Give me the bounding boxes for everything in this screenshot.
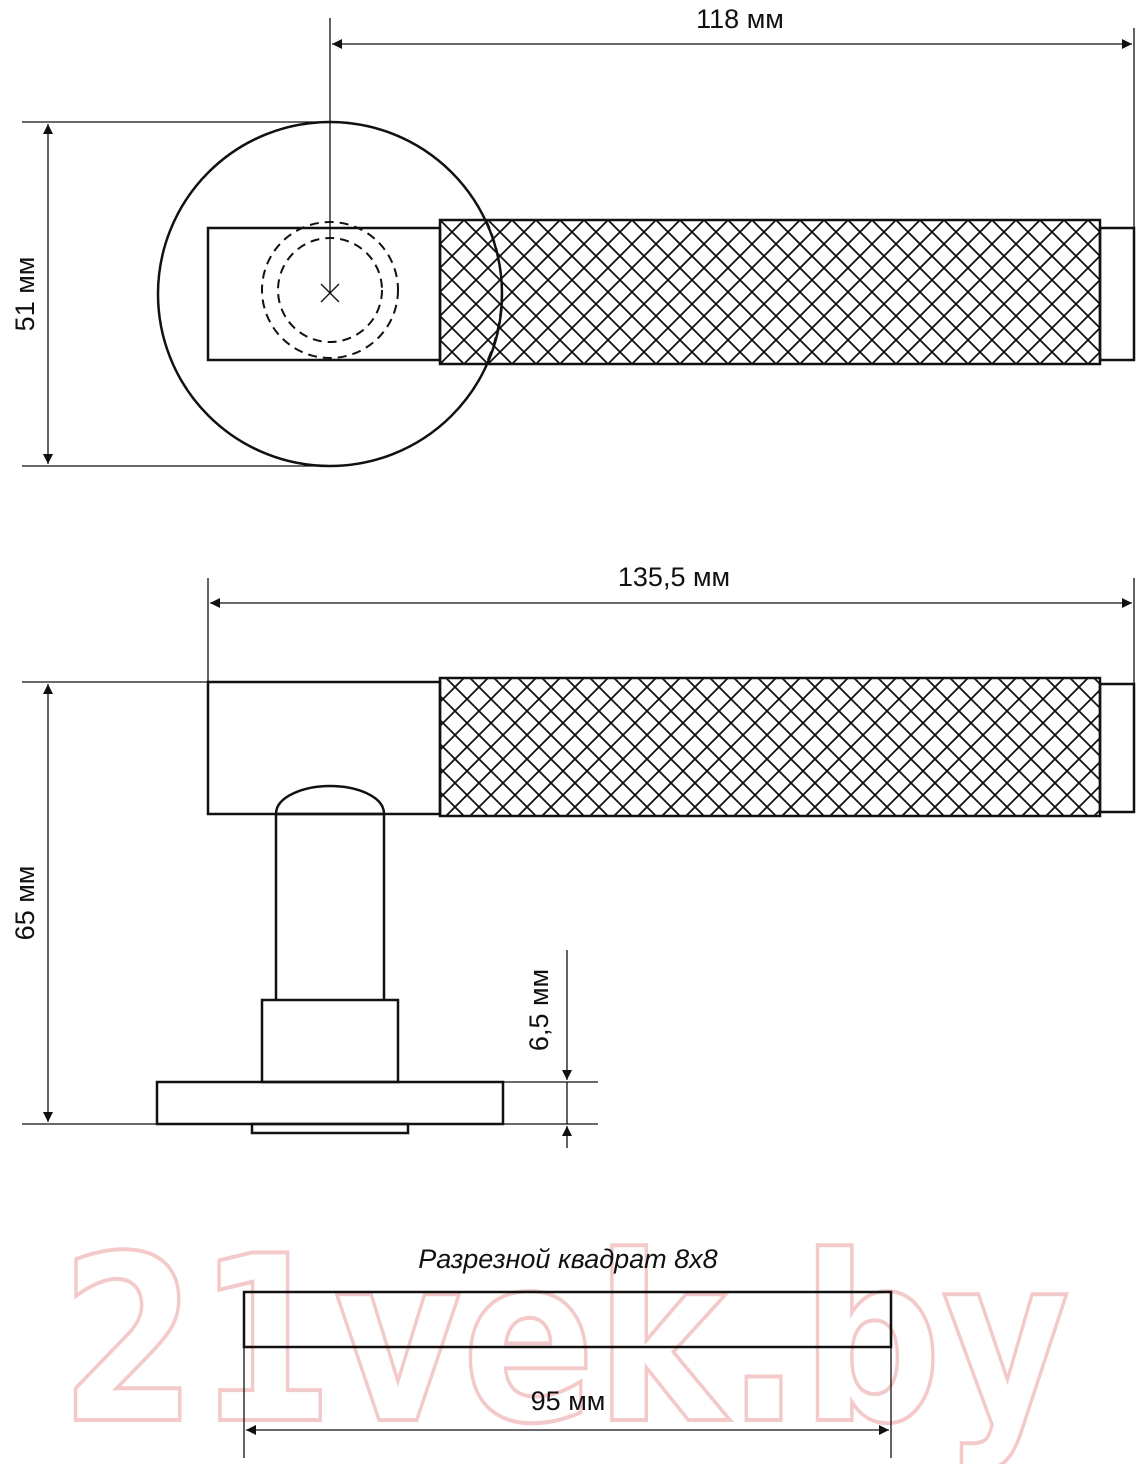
watermark: 21vek.by [60,1208,1070,1464]
knurl-line [1112,220,1136,364]
knurl-line [517,678,657,816]
knurl-line [1069,678,1100,710]
knurl-line [613,678,753,816]
knurl-line [440,766,489,816]
knurl-line [733,678,873,816]
knurl-line [637,678,777,816]
knurl-line [973,688,1100,816]
knurl-line [445,678,585,816]
knurl-line [991,254,1100,364]
rosette-hidden-edge [485,219,503,365]
lever-end-cap-side [1098,682,1136,814]
knurl-line [757,678,897,816]
spindle-bar [242,1290,893,1349]
lever-base [206,226,442,362]
knurl-line [1015,278,1100,364]
dimension-label-51: 51 мм [10,257,40,332]
knurl-line [469,678,609,816]
knurl-line [1039,302,1100,364]
knurl-line [901,678,1041,816]
knurl-line [685,678,825,816]
knurl-line [440,678,537,776]
knurl-line [440,362,441,364]
knurl-line [925,678,1065,816]
knurl-line [709,678,849,816]
knurl-pattern-side [440,678,1100,816]
knurl-line [565,678,705,816]
knurl-line [541,678,681,816]
knurl-line [589,678,729,816]
knurl-line [1045,678,1100,734]
knurl-line [997,712,1100,816]
knurl-pattern-top [440,220,1136,364]
knurl-line [661,678,801,816]
knurl-line [440,678,513,752]
rosette-plate [155,1080,505,1126]
knurl-line [1039,220,1100,282]
spindle-caption: Разрезной квадрат 8x8 [418,1244,717,1274]
spindle-view: Разрезной квадрат 8x8 95 мм [242,1244,893,1458]
knurl-line [440,678,561,800]
knurl-line [440,220,441,222]
knurl-line [1063,220,1100,258]
side-view: 135,5 мм 65 мм 6,5 мм [10,562,1136,1148]
rosette-collar [260,998,400,1084]
knurl-line [853,678,993,816]
dimension-label-65: 65 мм [10,866,40,941]
knurl-line [877,678,1017,816]
spindle-stub [250,1122,410,1135]
lever-end-cap [1098,226,1136,362]
dimension-label-6-5: 6,5 мм [524,969,554,1051]
knurl-line [1063,326,1100,364]
knurl-line [1045,760,1100,816]
knurl-line [781,678,921,816]
dimension-label-95: 95 мм [531,1386,606,1416]
dimension-label-118: 118 мм [696,4,784,34]
knurl-line [1015,220,1100,306]
lever-neck [274,784,386,1000]
knurl-line [1069,784,1100,816]
dimension-label-135-5: 135,5 мм [618,562,730,592]
knurl-line [829,678,969,816]
knurl-line [1087,220,1100,234]
knurl-line [493,678,633,816]
knurl-line [1021,678,1100,758]
knurl-line [805,678,945,816]
top-view: 118 мм 51 мм [10,4,1136,468]
lever-base-side [206,680,442,816]
knurl-line [1112,220,1136,364]
knurl-line [949,678,1089,816]
knurl-line [1021,736,1100,816]
knurl-line [440,678,489,728]
knurl-line [1087,350,1100,364]
